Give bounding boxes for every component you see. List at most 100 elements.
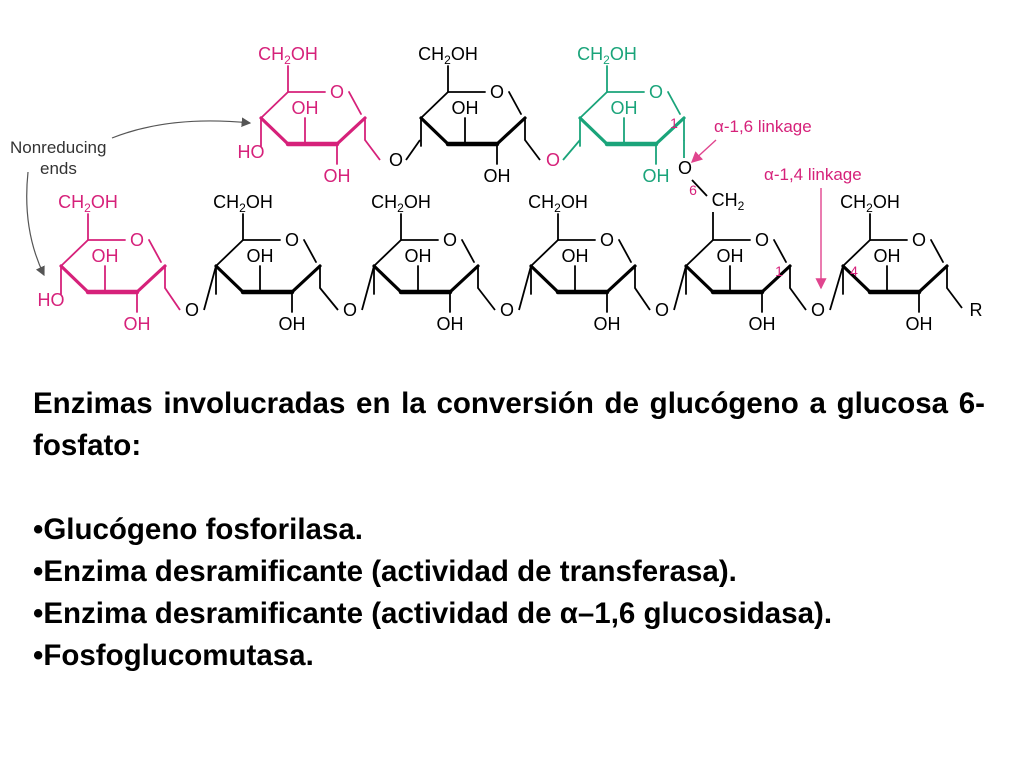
link-bottom-3b	[518, 265, 532, 311]
ring-bond-front-right	[290, 264, 322, 294]
ring-bond-back-left	[215, 239, 244, 267]
ring-oxygen: O	[443, 230, 457, 250]
glucose-residue-bottom-1: O CH2OH OH OH HO	[38, 192, 167, 334]
link-bottom-1a	[164, 287, 181, 311]
ring-bond-top-right	[508, 91, 522, 115]
position-number-1-top: 1	[670, 115, 678, 131]
ring-bond-front-left	[214, 264, 245, 294]
oh-c3: OH	[452, 98, 479, 118]
ring-bond-back-left	[685, 239, 714, 267]
oh-c3: OH	[92, 246, 119, 266]
ring-bond-front-left	[529, 264, 560, 294]
glycosidic-oxygen-top-1: O	[389, 150, 403, 170]
ring-bond-top-right	[148, 239, 162, 263]
ring-bond-front-right	[760, 264, 792, 294]
ring-bond-front-right	[448, 264, 480, 294]
glycosidic-oxygen-bottom-3: O	[500, 300, 514, 320]
link-bottom-2b	[361, 265, 375, 311]
oh-c3: OH	[611, 98, 638, 118]
ho-c4: HO	[238, 142, 265, 162]
ch2oh-group: CH2OH	[840, 192, 900, 215]
oh-c2: OH	[437, 314, 464, 334]
position-number-6: 6	[689, 182, 697, 198]
ring-bond-back-left	[530, 239, 559, 267]
link-bottom-5a	[789, 287, 807, 311]
ring-oxygen: O	[490, 82, 504, 102]
ring-oxygen: O	[649, 82, 663, 102]
nonreducing-ends-label-line1: Nonreducing	[10, 138, 106, 157]
oh-c3: OH	[405, 246, 432, 266]
position-number-1-bottom: 1	[775, 263, 783, 279]
ring-bond-front-left	[372, 264, 403, 294]
ring-oxygen: O	[130, 230, 144, 250]
ring-bond-top-right	[348, 91, 362, 115]
ring-bond-front-left	[259, 116, 290, 146]
oh-c3: OH	[247, 246, 274, 266]
ch2-group: CH2	[712, 190, 745, 213]
oh-c2: OH	[484, 166, 511, 186]
callout-layer: Nonreducing ends α-1,6 linkage α-1,4 lin…	[10, 117, 862, 290]
position-number-4: 4	[850, 263, 858, 279]
glycosidic-oxygen-bottom-1: O	[185, 300, 199, 320]
oh-c2: OH	[749, 314, 776, 334]
ring-bond-front-right	[654, 116, 686, 146]
text-content: Enzimas involucradas en la conversión de…	[33, 383, 985, 677]
ch2oh-group: CH2OH	[528, 192, 588, 215]
glycogen-structure-diagram: OCH2OHOHOHHOOCH2OHOHOHOCH2OHOHOHOCH2OHOH…	[10, 44, 983, 334]
glucose-residue-top-2: O CH2OH OH OH	[418, 44, 527, 186]
ring-bond-top-right	[618, 239, 632, 263]
link-bottom-4a	[634, 287, 651, 311]
ring-bond-top-right	[461, 239, 475, 263]
link-bottom-2a	[319, 287, 339, 311]
oh-c2: OH	[124, 314, 151, 334]
branch-ch2: CH2	[712, 190, 745, 240]
ring-bond-front-right	[605, 264, 637, 294]
alpha-1-6-arrow	[690, 139, 717, 163]
glycosidic-oxygen-bottom-5: O	[811, 300, 825, 320]
ring-oxygen: O	[600, 230, 614, 250]
ch2oh-group: CH2OH	[58, 192, 118, 215]
enzyme-item-1: Glucógeno fosforilasa.	[33, 509, 985, 551]
ring-bond-front-left	[419, 116, 450, 146]
reducing-end-r: R	[970, 300, 983, 320]
ring-bond-back-left	[60, 239, 89, 267]
nonreducing-arrow-bottom	[26, 171, 45, 277]
ring-bond-top-right	[667, 91, 681, 115]
ring-bond-front-right	[495, 116, 527, 146]
oh-c3: OH	[292, 98, 319, 118]
glucose-residue-top-1: O CH2OH OH OH HO	[238, 44, 367, 186]
nonreducing-arrow-top	[111, 117, 252, 139]
glycosidic-oxygen-bottom-2: O	[343, 300, 357, 320]
ring-bond-back-left	[579, 91, 608, 119]
ho-c4: HO	[38, 290, 65, 310]
ring-bond-front-left	[59, 264, 90, 294]
oh-c2: OH	[279, 314, 306, 334]
ring-bond-top-right	[773, 239, 787, 263]
ring-bond-front-left	[578, 116, 609, 146]
link-top-1a	[364, 139, 381, 161]
ring-oxygen: O	[755, 230, 769, 250]
ch2oh-group: CH2OH	[258, 44, 318, 67]
alpha-1-4-linkage-label: α-1,4 linkage	[764, 165, 862, 184]
ch2oh-group: CH2OH	[213, 192, 273, 215]
ring-bond-back-left	[260, 91, 289, 119]
ring-oxygen: O	[330, 82, 344, 102]
oh-c2: OH	[324, 166, 351, 186]
oh-c3: OH	[874, 246, 901, 266]
ring-bond-front-right	[335, 116, 367, 146]
ring-oxygen: O	[912, 230, 926, 250]
glycosidic-oxygen-bottom-4: O	[655, 300, 669, 320]
enzyme-item-4: Fosfoglucomutasa.	[33, 635, 985, 677]
ch2oh-group: CH2OH	[418, 44, 478, 67]
oh-c2: OH	[594, 314, 621, 334]
glycosidic-oxygen-top-2: O	[546, 150, 560, 170]
ring-bond-back-left	[420, 91, 449, 119]
ring-bond-back-left	[373, 239, 402, 267]
ch2oh-group: CH2OH	[577, 44, 637, 67]
ring-bond-front-left	[684, 264, 715, 294]
